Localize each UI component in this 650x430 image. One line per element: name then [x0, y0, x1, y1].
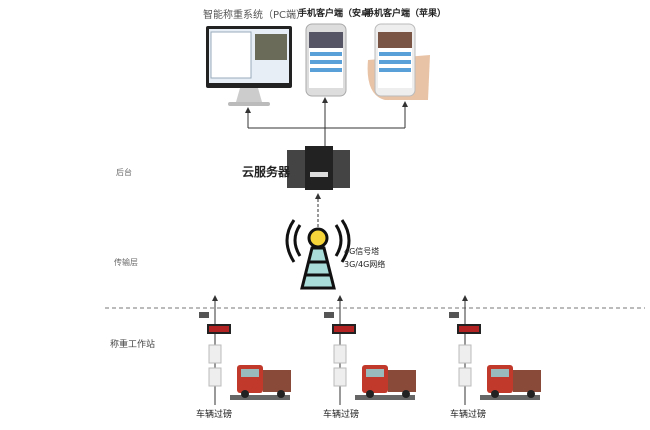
- iphone-in-hand-icon: [367, 23, 430, 100]
- cloud-server-label: 云服务器: [242, 165, 291, 179]
- android-phone-icon: [305, 23, 347, 97]
- station-label: 车辆过磅: [323, 410, 360, 420]
- layer-backend-label: 后台: [116, 168, 132, 177]
- iphone-client-label: 手机客户端（苹果）: [365, 9, 447, 19]
- cloud-server-icon: [287, 146, 350, 190]
- pc-monitor-icon: [206, 26, 292, 106]
- layer-station-label: 称重工作站: [110, 340, 156, 350]
- weighing-station-icon: [449, 295, 541, 405]
- weighing-station-icon: [199, 295, 291, 405]
- weighing-station-icon: [324, 295, 416, 405]
- tower-label: 4G信号塔: [344, 247, 380, 256]
- network-label: 3G/4G网络: [344, 260, 386, 269]
- android-client-label: 手机客户端（安卓）: [298, 9, 380, 19]
- pc-client-label: 智能称重系统（PC端）: [203, 10, 307, 21]
- signal-tower-icon: [285, 219, 351, 290]
- layer-transport-label: 传输层: [114, 258, 138, 267]
- station-label: 车辆过磅: [196, 410, 233, 420]
- client-connectors: [245, 97, 408, 146]
- station-label: 车辆过磅: [450, 410, 487, 420]
